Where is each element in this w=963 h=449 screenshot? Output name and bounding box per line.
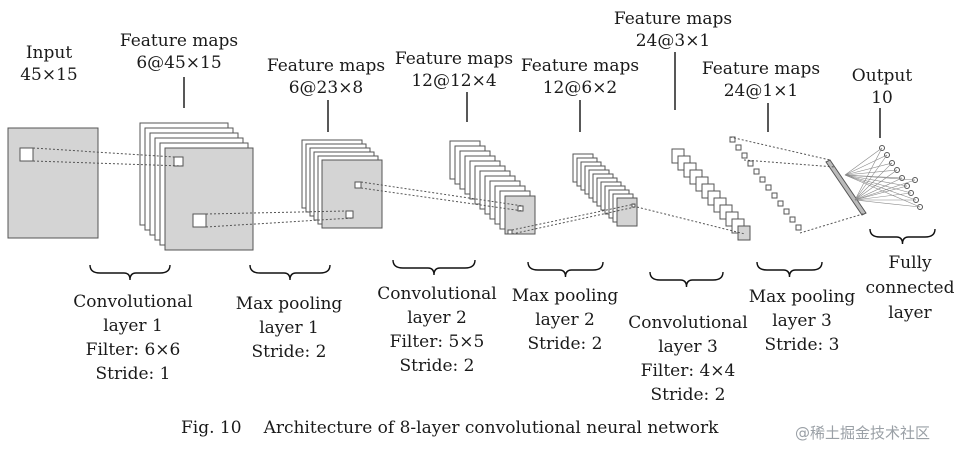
fc-output-link	[844, 174, 916, 181]
fm2-marker-a	[354, 181, 362, 189]
fm6-cell	[783, 208, 790, 215]
conn-fm6-fc-top	[729, 136, 831, 161]
input-receptive-field	[19, 147, 34, 162]
fm6-cell	[735, 144, 742, 151]
fc-output-link	[854, 179, 916, 201]
fm6-cell	[765, 184, 772, 191]
feature-maps-1-markers	[173, 156, 207, 228]
fc-output-link	[844, 174, 908, 187]
brace-max-pooling-layer-2	[527, 261, 604, 278]
watermark: @稀土掘金技术社区	[795, 424, 931, 442]
fm6-cell	[753, 168, 760, 175]
fm6-cell	[789, 216, 796, 223]
fm2-marker-b	[345, 210, 354, 219]
conn-fm2-fm3-a	[360, 181, 524, 207]
fc-output-link	[854, 185, 908, 201]
input-map-rect	[7, 127, 99, 239]
fc-output-link	[854, 169, 898, 201]
conn-fm3-fm4-a	[511, 203, 636, 231]
figure-caption: Fig. 10 Architecture of 8-layer convoluti…	[181, 418, 718, 438]
fc-output-link	[844, 169, 898, 176]
fc-output-link	[854, 162, 893, 201]
fm6-cell	[771, 192, 778, 199]
figure-title: Architecture of 8-layer convolutional ne…	[263, 418, 719, 438]
feature-maps-6-chain	[729, 136, 802, 231]
conn-fm6-fc-mid	[743, 159, 836, 168]
brace-conv-layer-1	[89, 264, 171, 281]
conn-input-fm1-b	[32, 160, 184, 167]
feature-maps-5-stack	[671, 148, 751, 241]
fm3-marker-b	[507, 229, 513, 235]
fm1-marker-a	[173, 156, 184, 167]
fm6-cell	[747, 160, 754, 167]
conn-fm1-fm2-b	[205, 217, 354, 228]
fc-output-link	[844, 162, 893, 176]
brace-fully-connected-layer	[869, 228, 936, 245]
fc-output-link	[854, 199, 921, 208]
conn-fm6-fc-bottom	[799, 212, 867, 234]
fm6-cell	[795, 224, 802, 231]
conn-fm1-fm2-a	[205, 210, 347, 215]
brace-conv-layer-3	[649, 271, 724, 288]
brace-conv-layer-2	[392, 259, 476, 276]
conn-fm2-fm3-b	[360, 187, 524, 212]
fc-output-link	[854, 147, 883, 201]
feature-maps-4-stack	[572, 153, 638, 227]
fm6-cell	[741, 152, 748, 159]
fc-output-link	[854, 192, 912, 201]
fc-output-link	[844, 174, 912, 194]
feature-maps-5-stack-front-map	[737, 225, 751, 241]
fm1-marker-b	[192, 213, 207, 228]
feature-maps-2-markers	[345, 181, 362, 219]
feature-maps-3-stack	[449, 140, 536, 235]
conn-fm4-fm5	[636, 206, 746, 235]
feature-maps-4-stack-front-map	[616, 197, 638, 227]
fc-output-link	[844, 154, 888, 176]
fc-output-link	[844, 174, 917, 201]
fm6-cell	[729, 136, 736, 143]
feature-maps-3-stack-front-map	[504, 195, 536, 235]
brace-max-pooling-layer-1	[249, 264, 331, 281]
fc-output-link	[854, 154, 888, 201]
fm6-cell	[777, 200, 784, 207]
conn-fm3-fm4-b	[511, 206, 636, 235]
fm6-cell	[759, 176, 766, 183]
feature-maps-2-stack	[301, 139, 383, 229]
figure-number: Fig. 10	[181, 418, 242, 438]
input-map	[7, 127, 99, 239]
conn-input-fm1-a	[32, 147, 175, 158]
fc-bar	[825, 159, 867, 216]
fc-output-link	[844, 147, 883, 176]
brace-max-pooling-layer-3	[756, 261, 823, 278]
feature-maps-1-stack	[139, 122, 254, 251]
